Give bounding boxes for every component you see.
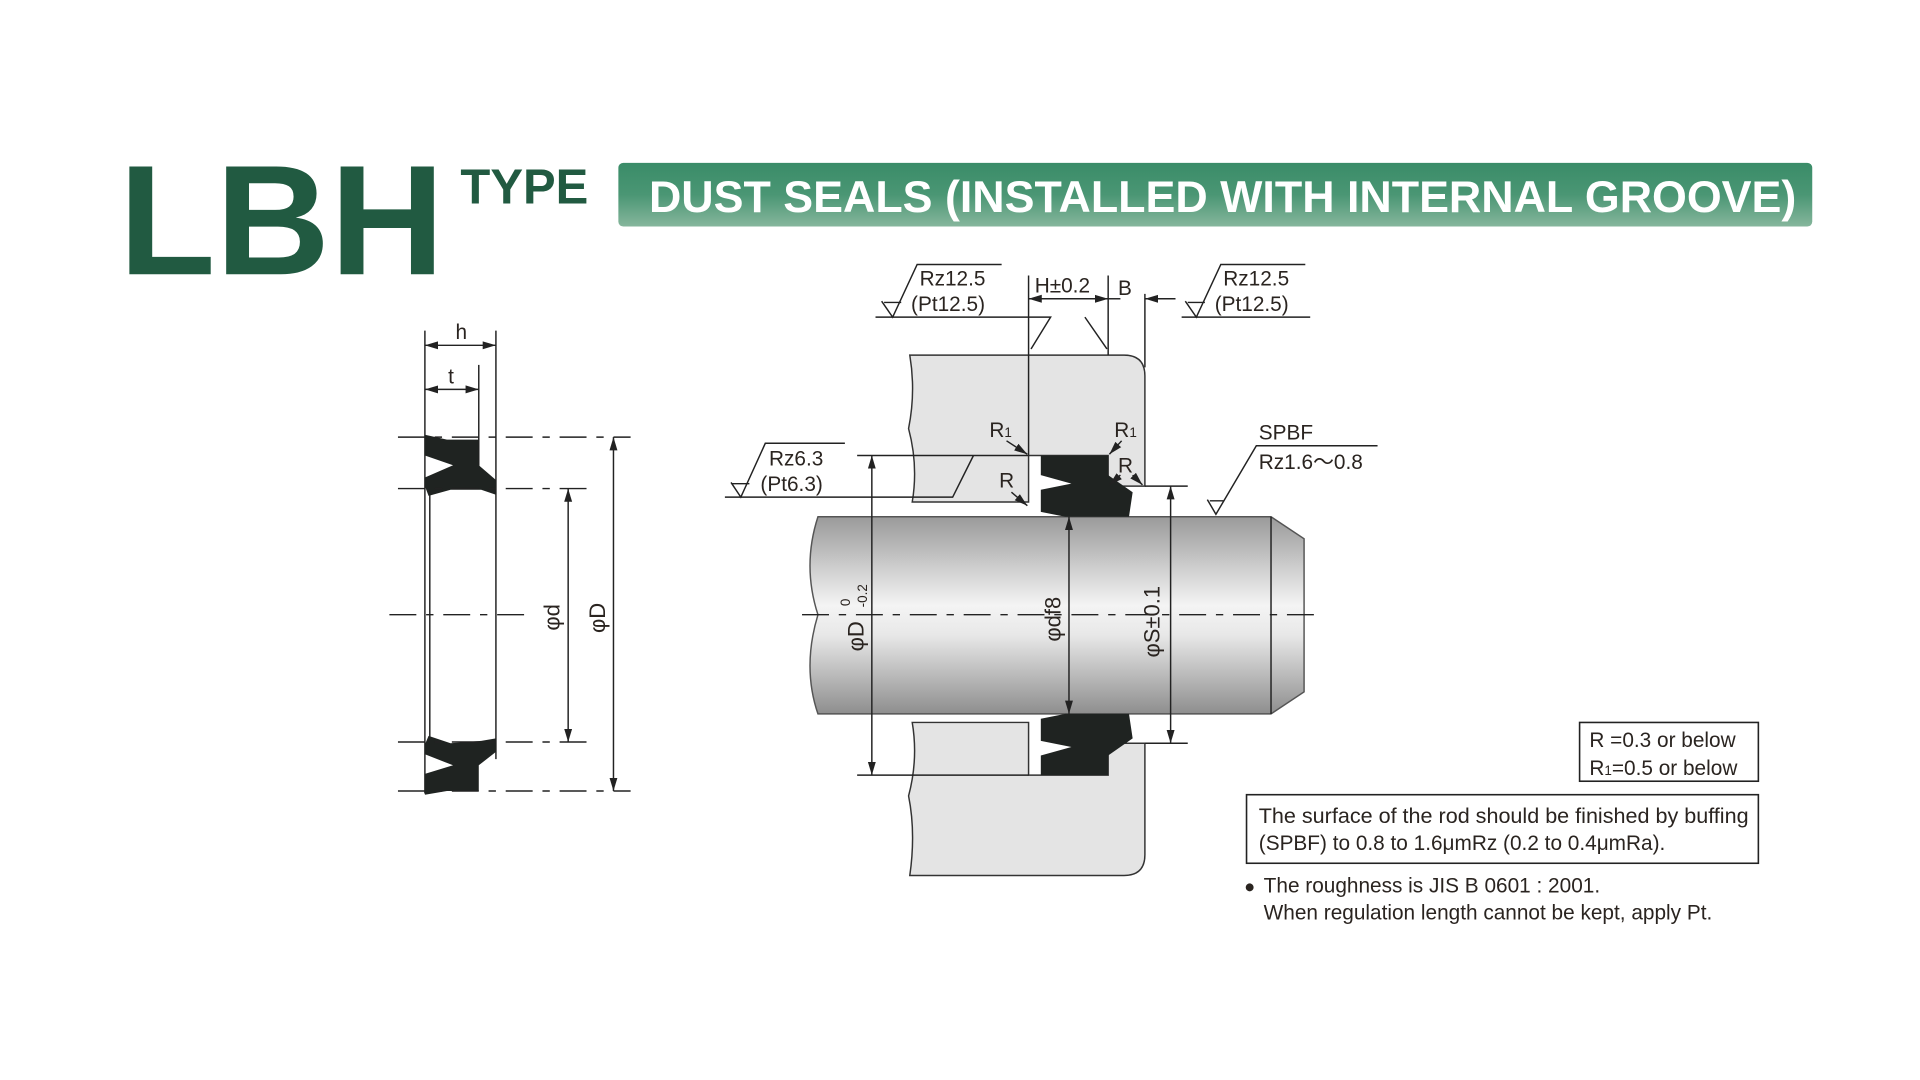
bullet-icon: ● xyxy=(1244,876,1255,897)
S-label: φS±0.1 xyxy=(1140,586,1165,658)
radius-box xyxy=(1578,721,1760,783)
svg-text:(Pt6.3): (Pt6.3) xyxy=(760,473,822,496)
h-label: h xyxy=(456,321,468,344)
notes: R =0.3 or below R1=0.5 or below The surf… xyxy=(1244,721,1760,925)
t-label: t xyxy=(448,365,454,388)
svg-text:Rz6.3: Rz6.3 xyxy=(769,447,823,470)
housing-lower xyxy=(907,721,1146,877)
installation-drawing: H±0.2 B Rz12.5 (Pt12.5) Rz12.5 (Pt12.5) … xyxy=(724,263,1378,877)
H-label: H±0.2 xyxy=(1035,275,1090,298)
B-label: B xyxy=(1118,277,1132,300)
roughness-symbol-groove: Rz6.3 (Pt6.3) xyxy=(724,442,1029,499)
svg-text:When regulation length cannot: When regulation length cannot be kept, a… xyxy=(1264,902,1713,925)
svg-text:The roughness is JIS B 0601 :: The roughness is JIS B 0601 : 2001. xyxy=(1264,875,1600,898)
dust-seal-bottom xyxy=(1040,713,1133,776)
housing-upper xyxy=(907,354,1146,503)
svg-text:(SPBF) to 0.8 to 1.6μmRz (0.2: (SPBF) to 0.8 to 1.6μmRz (0.2 to 0.4μmRa… xyxy=(1259,832,1666,855)
banner-title: DUST SEALS (INSTALLED WITH INTERNAL GROO… xyxy=(649,173,1796,222)
D-label: φD xyxy=(585,603,610,633)
header: LBH TYPE DUST SEALS (INSTALLED WITH INTE… xyxy=(119,133,1813,308)
title-banner xyxy=(618,162,1813,227)
surface-note-box xyxy=(1245,793,1760,865)
R1-label-right: R1 xyxy=(1114,419,1137,442)
svg-text:Rz1.6～0.8: Rz1.6～0.8 xyxy=(1259,451,1363,474)
R1-label-left: R1 xyxy=(989,419,1012,442)
D-groove-label: φD xyxy=(843,621,868,651)
roughness-symbol-left: Rz12.5 (Pt12.5) xyxy=(875,263,1108,350)
svg-text:Rz12.5: Rz12.5 xyxy=(1223,267,1289,290)
type-label: TYPE xyxy=(460,160,588,214)
series-code: LBH xyxy=(119,133,445,308)
svg-text:Rz12.5: Rz12.5 xyxy=(920,267,986,290)
svg-text:(Pt12.5): (Pt12.5) xyxy=(1215,293,1289,316)
svg-text:The surface of the rod should: The surface of the rod should be finishe… xyxy=(1259,805,1749,828)
R-label-right: R xyxy=(1118,455,1133,478)
svg-text:(Pt12.5): (Pt12.5) xyxy=(911,293,985,316)
dust-seal-top xyxy=(1040,455,1133,517)
seal-cross-section: h t φd φD xyxy=(389,321,631,795)
svg-text:R =0.3 or below: R =0.3 or below xyxy=(1589,729,1736,752)
df8-label: φdf8 xyxy=(1040,597,1065,642)
roughness-symbol-right: Rz12.5 (Pt12.5) xyxy=(1181,263,1311,319)
svg-text:R1=0.5 or below: R1=0.5 or below xyxy=(1589,757,1738,780)
svg-text:SPBF: SPBF xyxy=(1259,422,1313,445)
seal-profile-top xyxy=(424,434,496,496)
spbf-roughness-symbol: SPBF Rz1.6～0.8 xyxy=(1206,422,1378,516)
R-label-left: R xyxy=(999,469,1014,492)
d-label: φd xyxy=(540,604,565,631)
seal-profile-bottom xyxy=(424,735,496,795)
D-groove-tol-lower: -0.2 xyxy=(855,584,870,607)
D-groove-tol-upper: 0 xyxy=(838,599,853,606)
